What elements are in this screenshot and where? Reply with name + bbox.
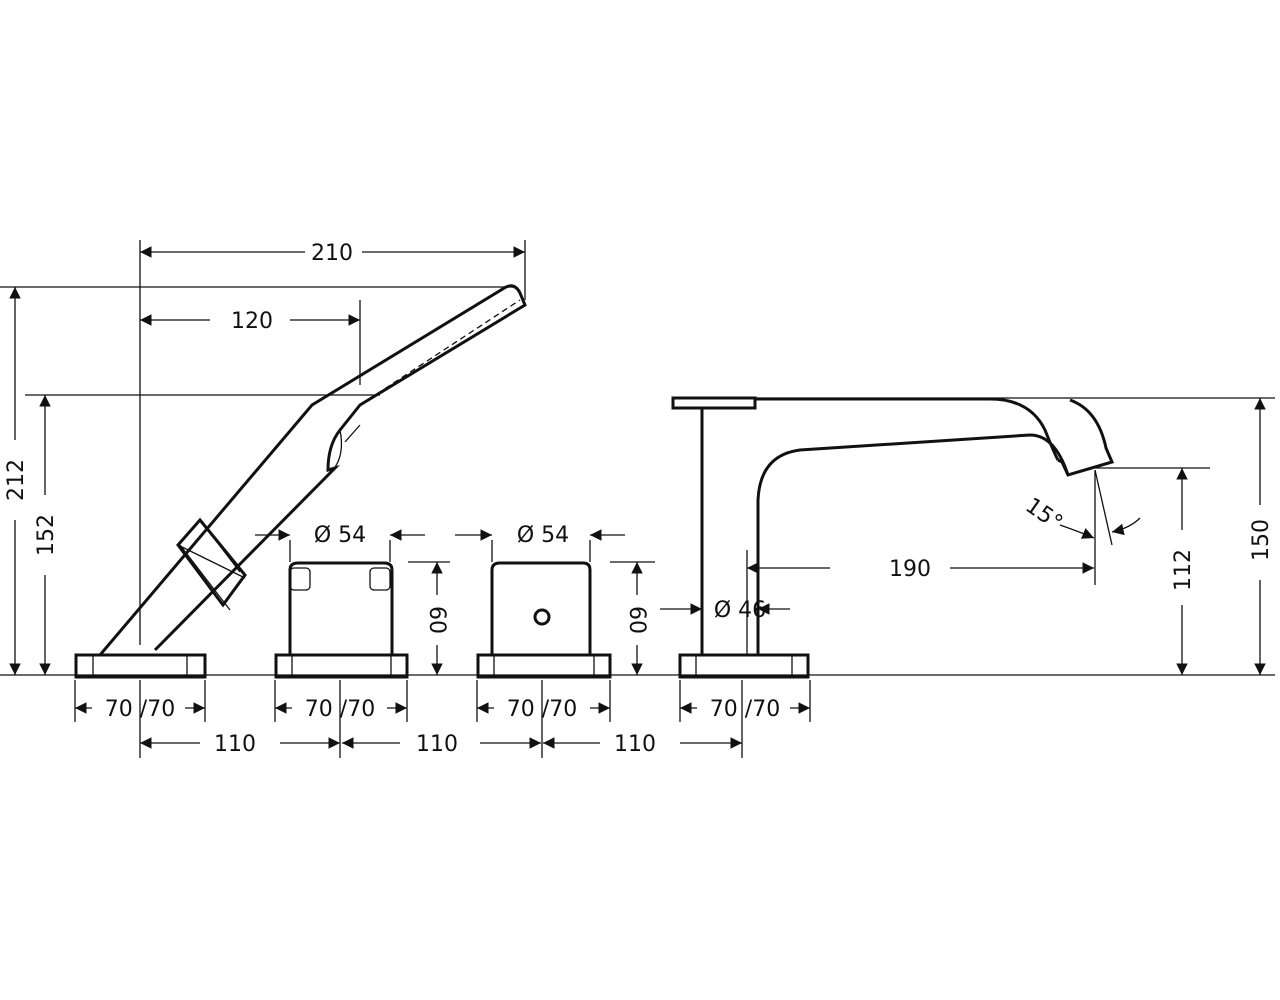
dim-152: 152: [34, 514, 59, 556]
dim-base-1: 70 /70: [105, 697, 175, 722]
dim-base-3: 70 /70: [507, 697, 577, 722]
dim-base-4: 70 /70: [710, 697, 780, 722]
thermostat-2: [476, 561, 612, 679]
dim-spacing-3: 110: [614, 732, 656, 757]
bath-spout: [671, 396, 1115, 679]
button-icon: [533, 608, 551, 626]
dim-diameter-54-1: Ø 54: [314, 523, 366, 548]
dim-diameter-46: Ø 46: [714, 598, 766, 623]
dim-150: 150: [1249, 519, 1274, 561]
thermostat-1: [274, 561, 409, 679]
dim-190: 190: [889, 557, 931, 582]
dimension-labels: 210 120 212 152 Ø 54 Ø 54 60 60 Ø 46 190…: [4, 241, 1274, 757]
dim-210: 210: [311, 241, 353, 266]
dim-diameter-54-2: Ø 54: [517, 523, 569, 548]
dim-60-2: 60: [624, 606, 649, 634]
dimension-lines: [9, 246, 1266, 749]
dim-spacing-1: 110: [214, 732, 256, 757]
dim-112: 112: [1171, 549, 1196, 591]
dim-base-2: 70 /70: [305, 697, 375, 722]
dim-60-1: 60: [424, 606, 449, 634]
dim-angle-15: 15°: [1021, 493, 1067, 536]
dim-120: 120: [231, 309, 273, 334]
hand-shower: [74, 284, 527, 679]
dim-212: 212: [4, 459, 29, 501]
dim-spacing-2: 110: [416, 732, 458, 757]
extension-lines: [0, 240, 1275, 758]
hose-sleeve: [176, 517, 247, 608]
